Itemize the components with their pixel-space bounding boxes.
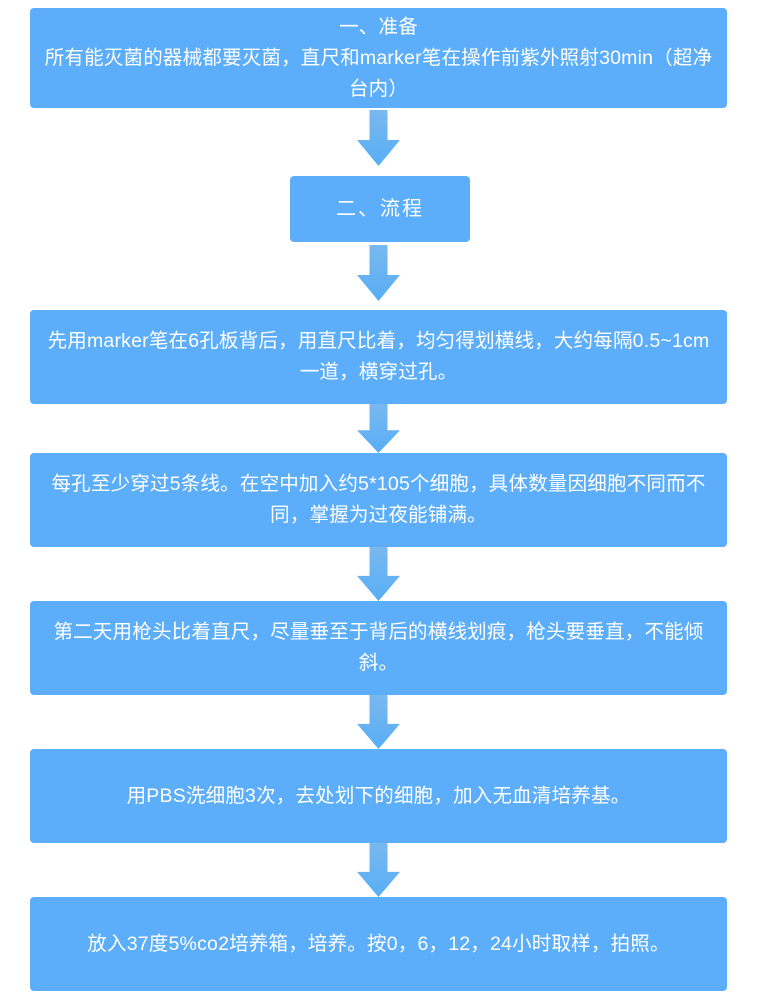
flow-arrow-down-5 — [357, 695, 400, 749]
flow-arrow-down-2 — [357, 245, 400, 301]
flow-arrow-down-4 — [357, 547, 400, 601]
flow-arrow-down-1 — [357, 110, 400, 166]
flow-node-preparation[interactable]: 一、准备 所有能灭菌的器械都要灭菌，直尺和marker笔在操作前紫外照射30mi… — [30, 8, 727, 108]
flow-node-draw-lines[interactable]: 先用marker笔在6孔板背后，用直尺比着，均匀得划横线，大约每隔0.5~1cm… — [30, 310, 727, 404]
flow-arrow-down-3 — [357, 404, 400, 453]
flow-node-incubate-and-image[interactable]: 放入37度5%co2培养箱，培养。按0，6，12，24小时取样，拍照。 — [30, 897, 727, 991]
flow-node-seed-cells-label: 每孔至少穿过5条线。在空中加入约5*105个细胞，具体数量因细胞不同而不同，掌握… — [51, 473, 706, 526]
flow-node-scratch-cells-label: 第二天用枪头比着直尺，尽量垂至于背后的横线划痕，枪头要垂直，不能倾斜。 — [53, 621, 704, 674]
flow-node-preparation-label: 一、准备 所有能灭菌的器械都要灭菌，直尺和marker笔在操作前紫外照射30mi… — [44, 15, 713, 100]
flow-node-draw-lines-label: 先用marker笔在6孔板背后，用直尺比着，均匀得划横线，大约每隔0.5~1cm… — [47, 330, 710, 383]
flow-arrow-down-6 — [357, 843, 400, 897]
flow-node-wash-cells-label: 用PBS洗细胞3次，去处划下的细胞，加入无血清培养基。 — [126, 784, 631, 807]
flow-node-procedure-header[interactable]: 二、流程 — [290, 176, 470, 242]
flow-node-procedure-header-label: 二、流程 — [336, 197, 424, 220]
flow-node-seed-cells[interactable]: 每孔至少穿过5条线。在空中加入约5*105个细胞，具体数量因细胞不同而不同，掌握… — [30, 453, 727, 547]
flow-node-wash-cells[interactable]: 用PBS洗细胞3次，去处划下的细胞，加入无血清培养基。 — [30, 749, 727, 843]
flow-node-scratch-cells[interactable]: 第二天用枪头比着直尺，尽量垂至于背后的横线划痕，枪头要垂直，不能倾斜。 — [30, 601, 727, 695]
flow-node-incubate-and-image-label: 放入37度5%co2培养箱，培养。按0，6，12，24小时取样，拍照。 — [87, 932, 670, 955]
